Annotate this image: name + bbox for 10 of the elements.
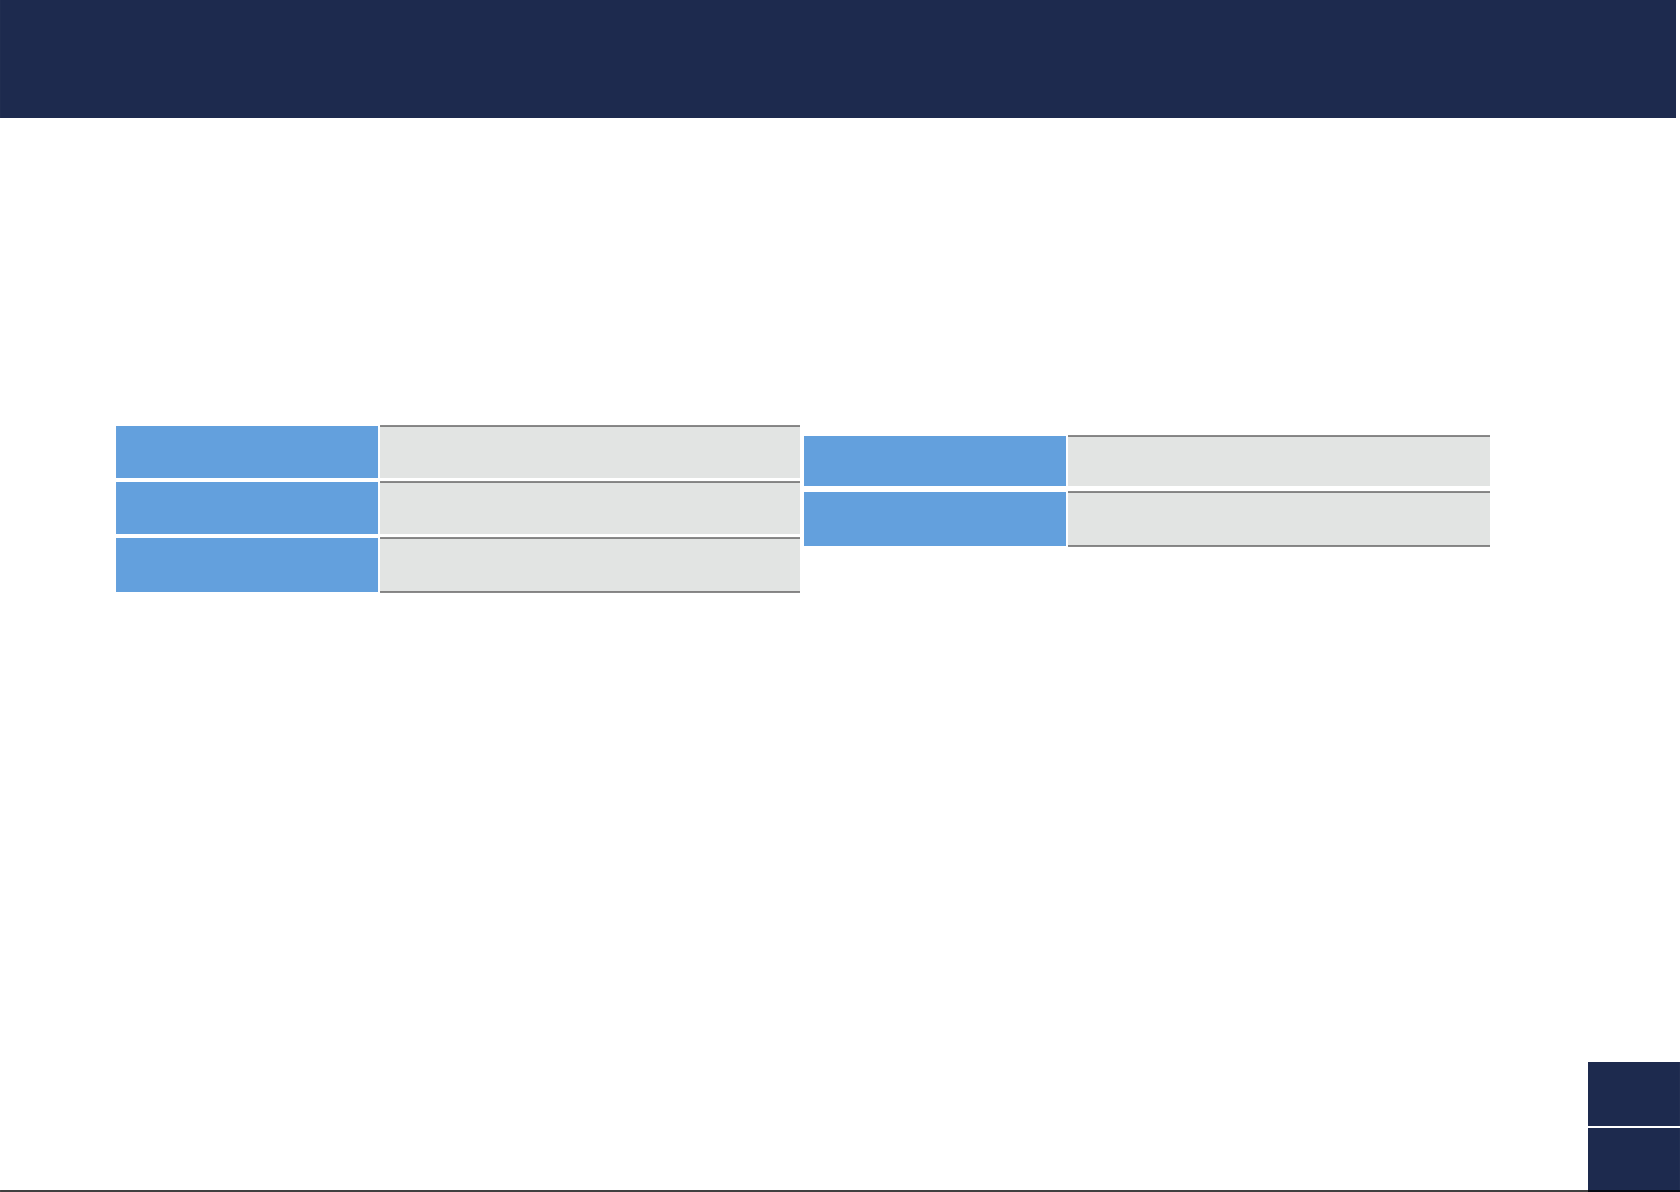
table-header-cell xyxy=(116,482,378,534)
table-cell xyxy=(379,481,801,534)
table-cell xyxy=(1067,435,1491,486)
table-cell xyxy=(1067,491,1491,547)
table-header-cell xyxy=(116,538,378,592)
table-cell xyxy=(379,425,801,478)
table-header-cell xyxy=(804,436,1066,486)
table-header-cell xyxy=(116,426,378,478)
table-header-cell xyxy=(804,492,1066,546)
table-cell xyxy=(379,537,801,593)
